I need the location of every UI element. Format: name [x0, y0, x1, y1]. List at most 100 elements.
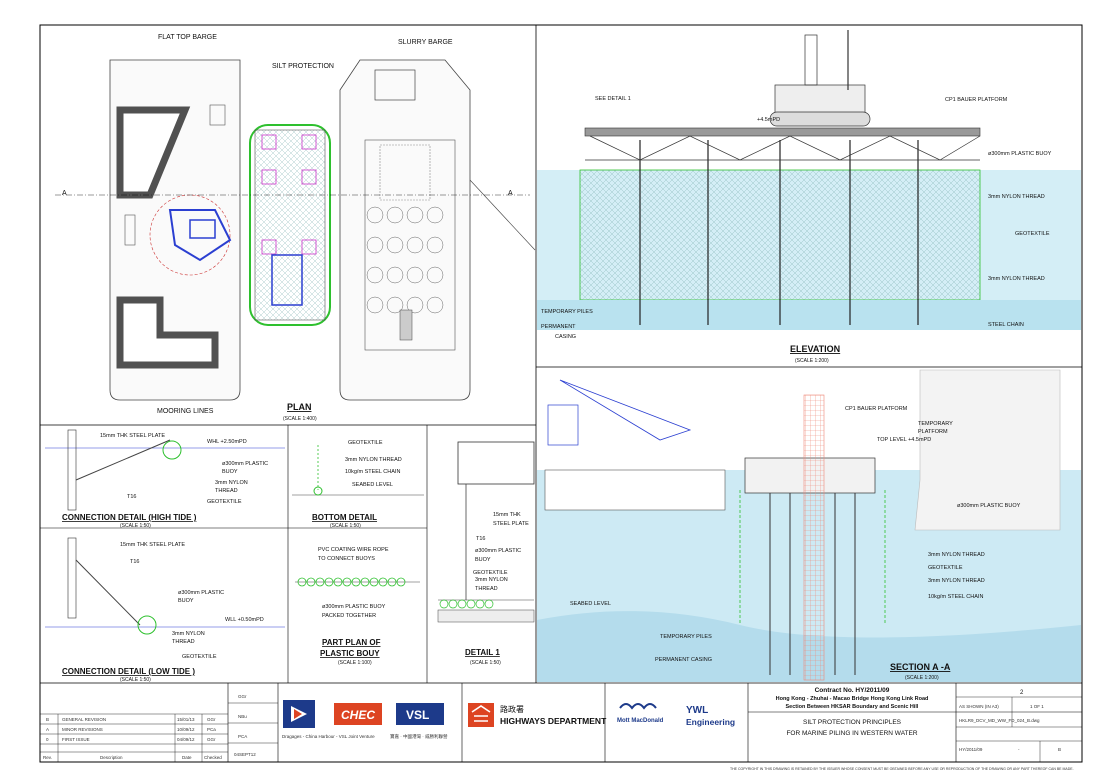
d1-buoy-2: BUOY	[475, 557, 491, 563]
sec-perm-casing: PERMANENT CASING	[655, 657, 712, 663]
ch-nylon-1: 3mm NYLON	[215, 480, 248, 486]
rev-b-code: B	[46, 717, 49, 722]
conn-low-detail: 15mm THK STEEL PLATE T16 ø300mm PLASTIC …	[45, 537, 285, 683]
conn-high-title: CONNECTION DETAIL (HIGH TIDE )	[62, 513, 197, 522]
pp-buoy-2: PACKED TOGETHER	[322, 613, 376, 619]
cl-nylon-1: 3mm NYLON	[172, 631, 205, 637]
mott-macdonald-label: Mott MacDonald	[617, 718, 664, 724]
bottom-scale: (SCALE 1:50)	[330, 523, 361, 529]
sheet-border	[39, 24, 1083, 763]
drawing-dash: -	[1018, 747, 1020, 752]
mott-logo	[619, 703, 657, 710]
drawing-number: HY/2011/09	[959, 747, 983, 752]
drawn-by: NBu	[238, 714, 247, 719]
highways-logo	[468, 703, 494, 727]
d1-plate-2: STEEL PLATE	[493, 521, 529, 527]
d1-nylon-2: THREAD	[475, 586, 498, 592]
ch-whl: WHL +2.50mPD	[207, 439, 247, 445]
contract-no: Contract No. HY/2011/09	[815, 687, 890, 694]
jv-caption-cn: 寶嘉 · 中國港灣 · 威勝利聯營	[390, 733, 448, 740]
rev-a-desc: MINOR REVISIONS	[62, 727, 103, 732]
flat-top-barge-label: FLAT TOP BARGE	[158, 34, 217, 41]
detail1-scale: (SCALE 1:50)	[470, 660, 501, 666]
ch-buoy-2: BUOY	[222, 469, 238, 475]
cl-geotextile: GEOTEXTILE	[182, 654, 217, 660]
rev-b-by: GGr	[207, 717, 216, 722]
elevation-title: ELEVATION	[790, 344, 840, 354]
chec-logo	[334, 703, 382, 725]
cl-nylon-2: THREAD	[172, 639, 195, 645]
highways-label: HIGHWAYS DEPARTMENT	[500, 716, 607, 726]
checked-by: PCA	[238, 734, 247, 739]
cl-buoy-1: ø300mm PLASTIC	[178, 590, 224, 596]
cl-buoy-2: BUOY	[178, 598, 194, 604]
bd-geotextile: GEOTEXTILE	[348, 440, 383, 446]
part-plan-title-2: PLASTIC BOUY	[320, 649, 380, 658]
d1-buoy-1: ø300mm PLASTIC	[475, 548, 521, 554]
cl-t16: T16	[130, 559, 139, 565]
silt-protection-label: SILT PROTECTION	[272, 63, 334, 70]
checked-header: Checked	[204, 755, 222, 760]
highways-cn: 路政署	[500, 704, 524, 714]
ch-geotextile: GEOTEXTILE	[207, 499, 242, 505]
drawing-title-2: FOR MARINE PILING IN WESTERN WATER	[786, 730, 917, 737]
elevation-scale: (SCALE 1:200)	[795, 358, 829, 364]
part-plan-scale: (SCALE 1:100)	[338, 660, 372, 666]
bd-seabed: SEABED LEVEL	[352, 482, 393, 488]
slurry-barge-label: SLURRY BARGE	[398, 39, 453, 46]
rev-b-desc: GENERAL REVISION	[62, 717, 106, 722]
bd-chain: 10kg/m STEEL CHAIN	[345, 469, 400, 475]
section-marker-right: A	[508, 190, 513, 197]
rev-a-by: PCa	[207, 727, 216, 732]
designed-by: GGr	[238, 694, 247, 699]
ywl-label: YWL	[686, 705, 708, 716]
issue-date: 04SEPT12	[234, 752, 256, 757]
chec-logo-text: CHEC	[341, 708, 375, 722]
elev-geotextile: GEOTEXTILE	[1015, 231, 1050, 237]
ch-t16: T16	[127, 494, 136, 500]
rev-0-by: GGr	[207, 737, 216, 742]
conn-low-title: CONNECTION DETAIL (LOW TIDE )	[62, 667, 195, 676]
section-scale: (SCALE 1:200)	[905, 675, 939, 681]
elevation-view: SEE DETAIL 1 +4.5mPD CP1 BAUER PLATFORM …	[537, 30, 1081, 364]
pp-pvc-2: TO CONNECT BUOYS	[318, 556, 375, 562]
plan-view: FLAT TOP BARGE SILT PROTECTION SLURRY BA…	[55, 34, 536, 422]
sheets-value: 1 OF 1	[1030, 704, 1044, 709]
sec-temp-platform-2: PLATFORM	[918, 429, 948, 435]
date-header: Date	[182, 755, 192, 760]
sec-nylon-1: 3mm NYLON THREAD	[928, 552, 985, 558]
bd-nylon: 3mm NYLON THREAD	[345, 457, 402, 463]
copyright-note: THE COPYRIGHT IN THIS DRAWING IS RETAINE…	[730, 767, 1074, 771]
sec-top-level: TOP LEVEL +4.5mPD	[877, 437, 931, 443]
bottom-title: BOTTOM DETAIL	[312, 513, 377, 522]
section-title: SECTION A -A	[890, 662, 951, 672]
elev-level: +4.5mPD	[757, 117, 780, 123]
detail1-title: DETAIL 1	[465, 648, 500, 657]
elev-temp-piles: TEMPORARY PILES	[541, 309, 593, 315]
rev-0-code: 0	[46, 737, 49, 742]
sec-cp1: CP1 BAUER PLATFORM	[845, 406, 908, 412]
d1-geotextile: GEOTEXTILE	[473, 570, 508, 576]
conn-high-detail: 15mm THK STEEL PLATE WHL +2.50mPD ø300mm…	[45, 429, 285, 529]
bottom-detail: GEOTEXTILE 3mm NYLON THREAD 10kg/m STEEL…	[292, 440, 424, 529]
part-plan-title-1: PART PLAN OF	[322, 638, 381, 647]
sec-chain: 10kg/m STEEL CHAIN	[928, 594, 983, 600]
sheet-number: 2	[1020, 690, 1024, 696]
elev-steel-chain: STEEL CHAIN	[988, 322, 1024, 328]
project-line-1: Hong Kong - Zhuhai - Macao Bridge Hong K…	[776, 696, 929, 702]
elev-see-detail: SEE DETAIL 1	[595, 96, 631, 102]
conn-low-scale: (SCALE 1:50)	[120, 677, 151, 683]
elev-perm-casing-1: PERMANENT	[541, 324, 576, 330]
d1-nylon-1: 3mm NYLON	[475, 577, 508, 583]
sec-buoy: ø300mm PLASTIC BUOY	[957, 503, 1021, 509]
cl-wll: WLL +0.50mPD	[225, 617, 264, 623]
revision-value: B	[1058, 747, 1061, 752]
pp-buoy-1: ø300mm PLASTIC BUOY	[322, 604, 386, 610]
ch-plate: 15mm THK STEEL PLATE	[100, 433, 165, 439]
elev-cp1: CP1 BAUER PLATFORM	[945, 97, 1008, 103]
mooring-lines-label: MOORING LINES	[157, 408, 214, 415]
rev-a-code: A	[46, 727, 49, 732]
detail-1: 15mm THK STEEL PLATE T16 ø300mm PLASTIC …	[437, 441, 535, 666]
sec-geotextile: GEOTEXTILE	[928, 565, 963, 571]
